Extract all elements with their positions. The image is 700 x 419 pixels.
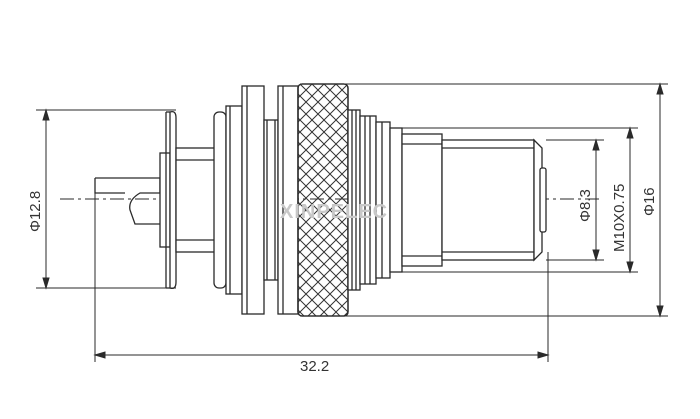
threaded-neck — [347, 109, 403, 291]
dimension-flange-diameter — [36, 108, 176, 290]
washer-1 — [213, 105, 243, 295]
label-overall-length: 32.2 — [300, 358, 329, 375]
binding-post-body — [401, 133, 547, 267]
watermark: XINPELEC — [280, 201, 388, 223]
dimension-thread — [402, 126, 638, 274]
dimension-overall-length — [93, 178, 550, 362]
label-flange-diameter: Φ12.8 — [27, 191, 44, 232]
label-tip-diameter: Φ8.3 — [577, 189, 594, 222]
dimension-body-diameter — [300, 82, 668, 318]
label-body-diameter: Φ16 — [641, 187, 658, 216]
rear-solder-tab — [94, 177, 161, 225]
knurled-nut — [297, 83, 349, 317]
rear-flange — [159, 110, 217, 290]
washer-2 — [241, 85, 299, 315]
dimension-tip-diameter — [546, 138, 604, 262]
label-thread: M10X0.75 — [611, 184, 628, 252]
